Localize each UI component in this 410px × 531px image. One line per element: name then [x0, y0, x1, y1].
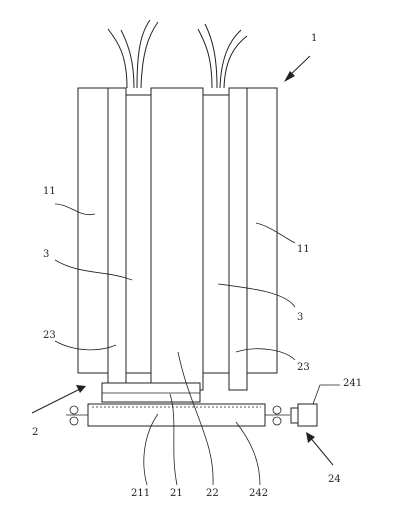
electrode-left [107, 87, 127, 391]
tube-left [107, 19, 159, 89]
label-211: 211 [131, 488, 150, 499]
leader-11a [54, 203, 96, 216]
leader-3b [217, 283, 296, 308]
motor [290, 403, 318, 427]
leader-241 [312, 384, 340, 405]
label-23-left: 23 [43, 330, 56, 341]
bearing-left [69, 405, 79, 426]
leader-242 [235, 421, 261, 486]
leader-21 [169, 393, 178, 486]
central-body [150, 87, 204, 391]
label-11-left: 11 [43, 186, 56, 197]
leader-23a [54, 340, 117, 351]
outer-plate-left [77, 87, 109, 374]
label-22: 22 [206, 488, 219, 499]
electrode-right [228, 87, 248, 391]
label-3-left: 3 [43, 249, 49, 260]
arrow-24 [306, 432, 334, 466]
label-1: 1 [311, 33, 317, 44]
gap-right [202, 94, 230, 374]
outer-plate-right [246, 87, 278, 374]
label-2: 2 [32, 427, 38, 438]
label-23-right: 23 [297, 362, 310, 373]
leader-22 [177, 351, 214, 486]
base-stage [101, 382, 201, 403]
leader-23b [235, 348, 296, 361]
label-11-right: 11 [297, 244, 310, 255]
label-242: 242 [249, 488, 268, 499]
arrow-2 [31, 385, 86, 414]
bearing-right [272, 405, 282, 426]
tube-right [197, 23, 248, 89]
leader-3a [54, 259, 133, 281]
arrow-1 [284, 55, 311, 82]
label-241: 241 [343, 378, 362, 389]
label-3-right: 3 [297, 312, 303, 323]
label-24: 24 [328, 474, 341, 485]
label-21: 21 [170, 488, 183, 499]
leader-211 [143, 413, 159, 486]
gap-left [125, 94, 152, 374]
leader-11b [255, 222, 296, 244]
